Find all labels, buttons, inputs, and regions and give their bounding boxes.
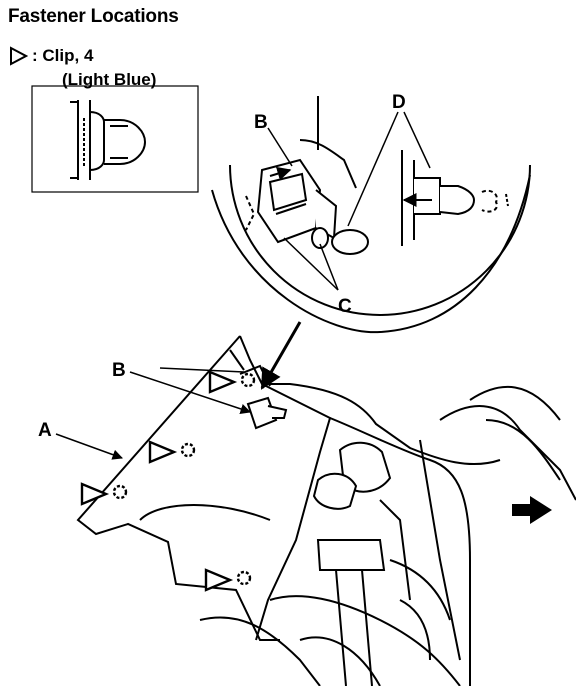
main-leaders bbox=[55, 367, 251, 460]
detail-connector bbox=[260, 321, 302, 390]
callout-b-main: B bbox=[112, 360, 126, 381]
legend-label: : Clip, 4 bbox=[32, 46, 94, 65]
legend: : Clip, 4 bbox=[8, 46, 93, 66]
legend-sublabel: (Light Blue) bbox=[62, 70, 157, 89]
clip-detail-inset bbox=[31, 85, 199, 193]
detail-circle bbox=[211, 96, 531, 334]
callout-b-detail: B bbox=[254, 112, 268, 133]
open-triangle-icon bbox=[10, 46, 28, 66]
detail-clip-b bbox=[245, 96, 369, 255]
callout-d: D bbox=[392, 92, 406, 113]
callout-a: A bbox=[38, 420, 52, 441]
trim-panel bbox=[76, 335, 576, 686]
main-clip-b bbox=[239, 364, 288, 430]
callout-c: C bbox=[338, 296, 352, 317]
panel-clips bbox=[80, 370, 256, 592]
page-title: Fastener Locations bbox=[8, 6, 179, 27]
clip-triangle-icon bbox=[80, 482, 128, 506]
clip-triangle-icon bbox=[204, 568, 252, 592]
clip-cross-section-icon bbox=[70, 100, 147, 180]
clip-triangle-icon bbox=[208, 370, 256, 394]
detail-clip-d bbox=[401, 150, 509, 246]
clip-triangle-icon bbox=[148, 440, 196, 464]
front-arrow-icon bbox=[512, 496, 552, 524]
detail-leaders bbox=[267, 111, 431, 291]
